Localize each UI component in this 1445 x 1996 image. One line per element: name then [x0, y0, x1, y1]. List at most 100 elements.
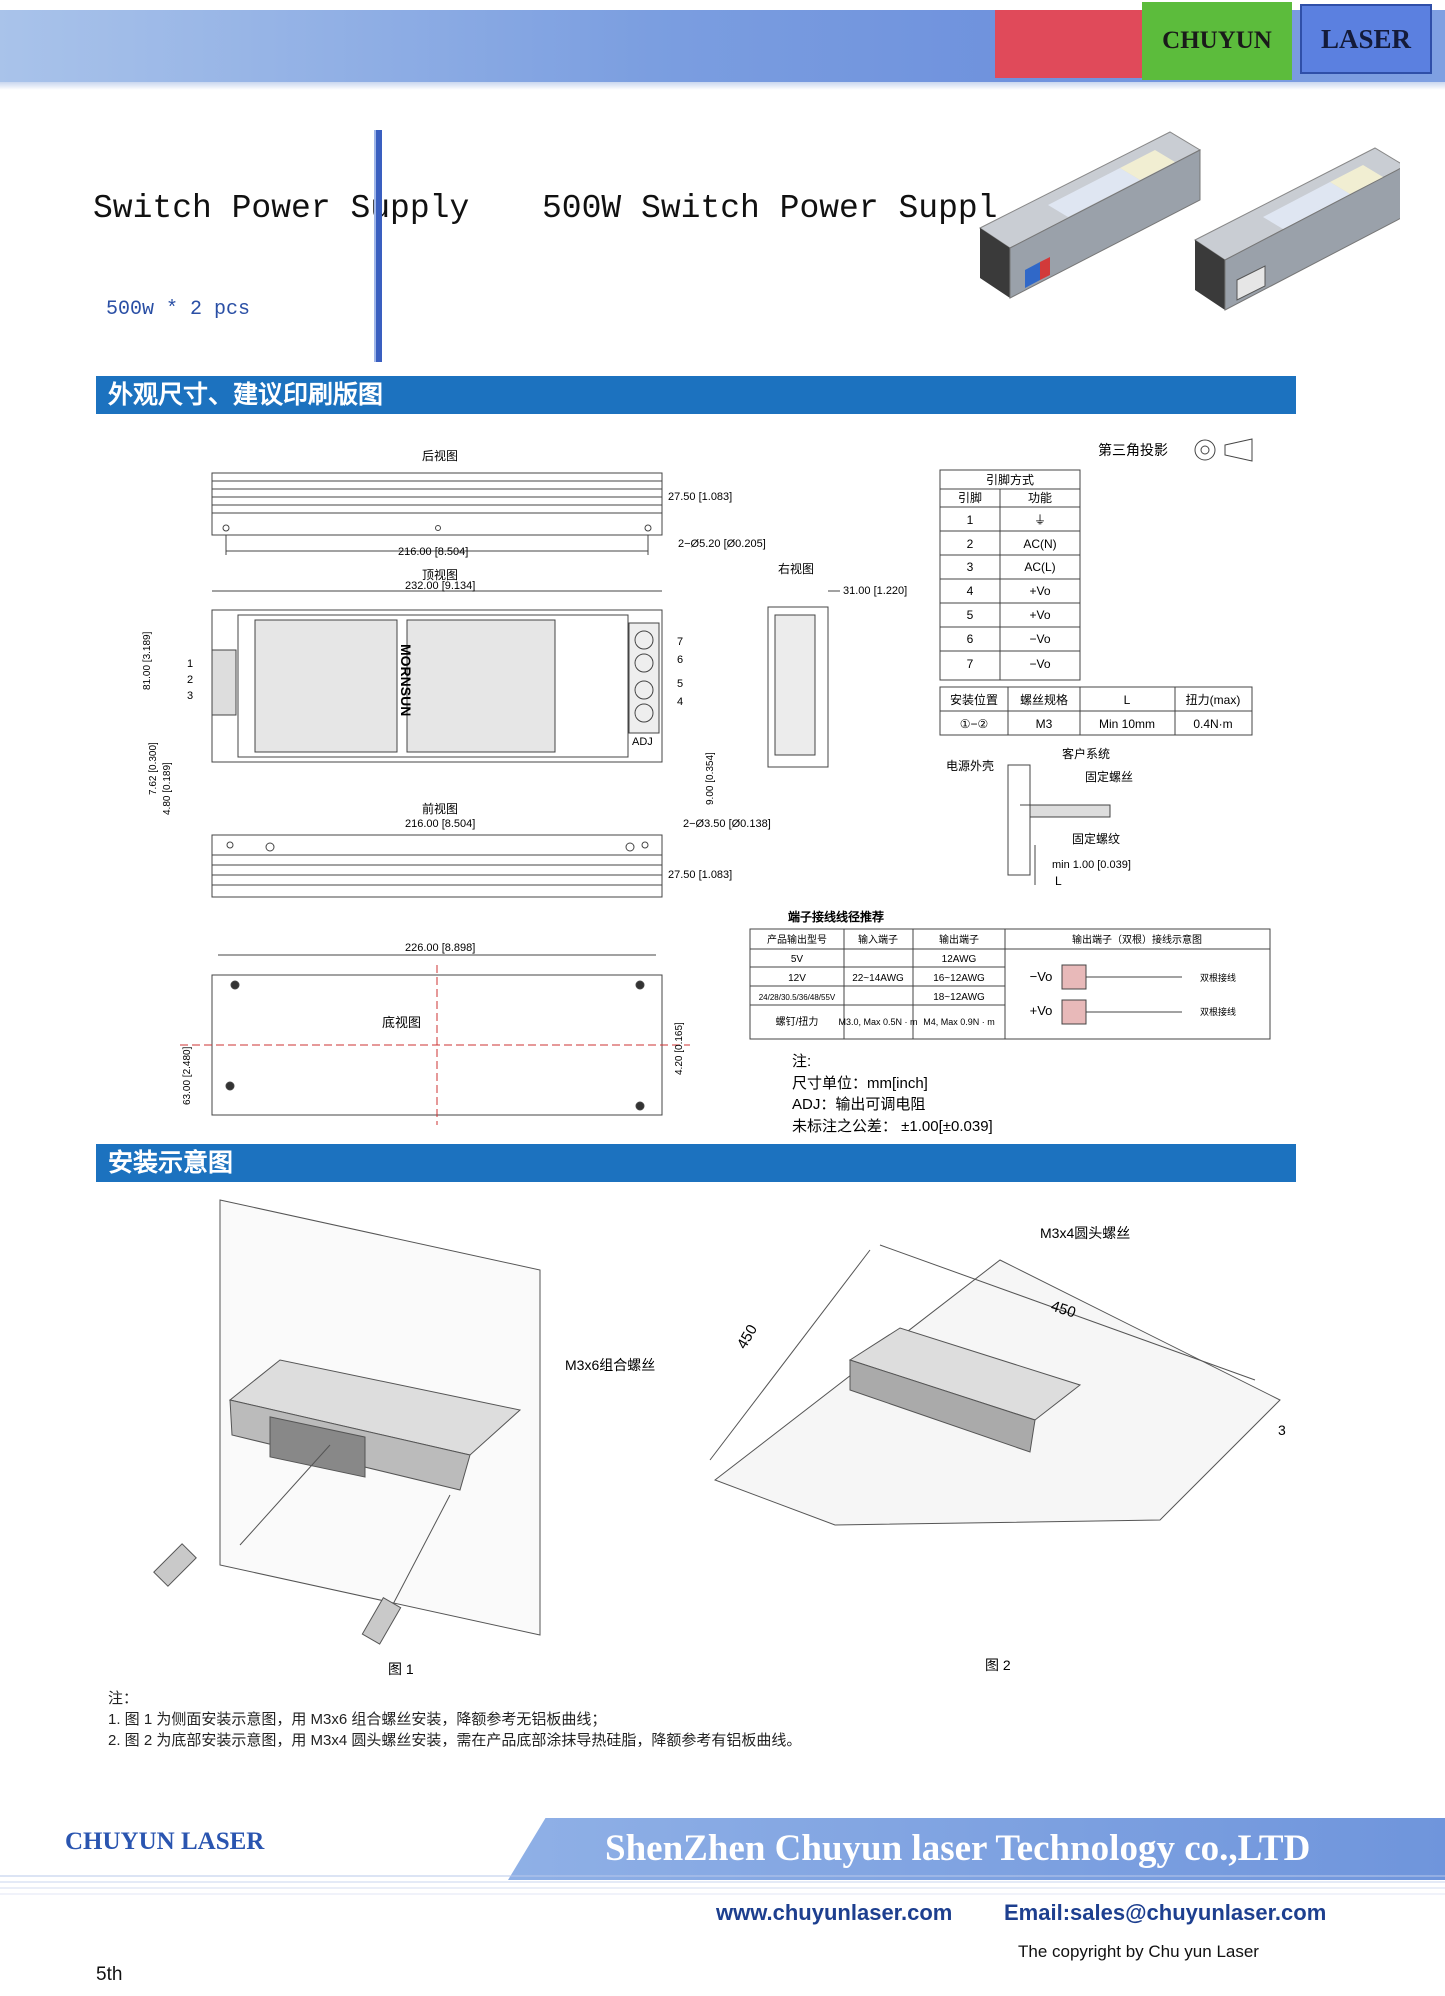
wire-neg-label: −Vo: [1030, 969, 1053, 984]
dim-d14: 63.00 [2.480]: [182, 1046, 193, 1105]
footer-email-link[interactable]: Email:sales@chuyunlaser.com: [1004, 1900, 1327, 1925]
product-title-left: Switch Power Supply: [93, 190, 470, 227]
wire-row-3-output: 18~12AWG: [933, 992, 985, 1003]
pin-row-2-func: AC(N): [1023, 537, 1056, 551]
brand-mark: MORNSUN: [398, 644, 414, 716]
wire-pos-label: +Vo: [1030, 1003, 1053, 1018]
dim-d11: 2−Ø3.50 [Ø0.138]: [683, 818, 771, 830]
wire-row-2-model: 12V: [788, 973, 806, 984]
front-view-label: 前视图: [422, 801, 458, 816]
label-L: L: [1055, 874, 1062, 888]
footer-brand: CHUYUN LASER: [65, 1828, 265, 1855]
dim-d2: 216.00 [8.504]: [398, 546, 468, 558]
right-view: [767, 590, 840, 768]
wire-row-4-model: 螺钉/扭力: [776, 1015, 819, 1028]
dim-d15: 4.20 [0.165]: [674, 1022, 685, 1075]
install-diagrams: M3x6组合螺丝 图 1 M3x4圆头螺丝 450 450 3 图 2: [153, 1199, 1286, 1677]
drawing-notes: 注: 尺寸单位：mm[inch] ADJ：输出可调电阻 未标注之公差： ±1.0…: [792, 1053, 993, 1135]
dim-d9: 9.00 [0.354]: [705, 752, 716, 805]
pin-row-1-func: ⏚: [1034, 513, 1046, 527]
section-dimensions-bar: 外观尺寸、建议印刷版图: [96, 376, 1296, 414]
wire-header-diagram: 输出端子（双根）接线示意图: [1072, 933, 1202, 946]
dim-d4: 232.00 [9.134]: [405, 580, 475, 592]
wire-row-1-output: 12AWG: [942, 954, 977, 965]
pin-row-1-pin: 1: [967, 513, 974, 527]
product-title-right: 500W Switch Power Suppl: [542, 190, 998, 227]
pin-table-title: 引脚方式: [986, 472, 1034, 487]
dim-d10: 216.00 [8.504]: [405, 818, 475, 830]
pin-table-header-func: 功能: [1028, 491, 1052, 505]
pin-row-7-func: −Vo: [1029, 657, 1050, 671]
install-dim-3: 3: [1278, 1422, 1286, 1438]
install-dim-2: 450: [1049, 1298, 1078, 1322]
pin-7-label: 7: [677, 636, 683, 648]
wire-input-awg: 22~14AWG: [852, 973, 904, 984]
install-dim-1: 450: [734, 1322, 761, 1352]
mount-table: 安装位置 螺丝规格 L 扭力(max) ①−② M3 Min 10mm 0.4N…: [939, 686, 1253, 736]
install-note-title: 注：: [108, 1690, 139, 1707]
label-fix-screw: 固定螺丝: [1085, 769, 1133, 784]
wire-double-2: 双根接线: [1200, 1006, 1236, 1017]
dim-d8: 4.80 [0.189]: [162, 762, 173, 815]
dim-d13: 226.00 [8.898]: [405, 942, 475, 954]
screw2-label: M3x4圆头螺丝: [1040, 1225, 1130, 1241]
pin-row-5-pin: 5: [967, 608, 974, 622]
dim-d7: 7.62 [0.300]: [148, 742, 159, 795]
pin-row-5-func: +Vo: [1029, 608, 1050, 622]
mount-header-torque: 扭力(max): [1186, 693, 1241, 707]
pin-row-4-pin: 4: [967, 584, 974, 598]
mount-header-position: 安装位置: [950, 692, 998, 707]
wire-row-4-output: M4, Max 0.9N · m: [923, 1017, 995, 1027]
notes-tol: 未标注之公差： ±1.00[±0.039]: [792, 1118, 993, 1135]
right-view-label: 右视图: [778, 561, 814, 576]
notes-adj: ADJ：输出可调电阻: [792, 1096, 925, 1113]
brand-laser-block: LASER: [1300, 4, 1432, 74]
fig1-label: 图 1: [388, 1661, 414, 1677]
screw-detail: [1007, 764, 1111, 885]
figure-2-bottom-mount: [709, 1244, 1281, 1526]
dim-d5: 31.00 [1.220]: [843, 585, 907, 597]
pin-table-header-pin: 引脚: [958, 490, 982, 505]
pin-row-4-func: +Vo: [1029, 584, 1050, 598]
label-min: min 1.00 [0.039]: [1052, 859, 1131, 871]
wire-row-2-output: 16~12AWG: [933, 973, 985, 984]
product-photo: [979, 131, 1400, 311]
notes-title: 注:: [792, 1053, 811, 1070]
back-view: [211, 472, 663, 555]
mount-header-screw: 螺丝规格: [1020, 692, 1068, 707]
dim-d12: 27.50 [1.083]: [668, 869, 732, 881]
footer-band: [508, 1818, 1445, 1880]
footer-copyright: The copyright by Chu yun Laser: [1018, 1942, 1259, 1961]
projection-label: 第三角投影: [1098, 442, 1168, 458]
notes-unit: 尺寸单位：mm[inch]: [792, 1075, 928, 1092]
pin-1-label: 1: [187, 658, 193, 670]
projection-icon: [1194, 438, 1253, 462]
install-note-1: 1. 图 1 为侧面安装示意图，用 M3x6 组合螺丝安装，降额参考无铝板曲线；: [108, 1711, 607, 1728]
install-note-2: 2. 图 2 为底部安装示意图，用 M3x4 圆头螺丝安装，需在产品底部涂抹导热…: [108, 1732, 802, 1749]
wire-double-1: 双根接线: [1200, 972, 1236, 983]
mount-screw: M3: [1036, 717, 1053, 731]
header-red-block: [995, 10, 1142, 78]
pin-row-2-pin: 2: [967, 537, 974, 551]
footer-stripes: [0, 1875, 1445, 1895]
pin-row-7-pin: 7: [967, 657, 974, 671]
title-divider: [374, 130, 382, 362]
bottom-view: [180, 965, 690, 1125]
top-view: [211, 609, 663, 763]
pin-2-label: 2: [187, 674, 193, 686]
top-view-label: 顶视图: [422, 567, 458, 582]
back-view-label: 后视图: [422, 448, 458, 463]
label-customer: 客户系统: [1062, 746, 1110, 761]
brand-chuyun-block: CHUYUN: [1142, 2, 1292, 80]
dim-d1: 27.50 [1.083]: [668, 491, 732, 503]
pin-row-6-func: −Vo: [1029, 632, 1050, 646]
wire-table-title: 端子接线线径推荐: [788, 909, 884, 924]
label-fix-thread: 固定螺纹: [1072, 831, 1120, 846]
mount-torque: 0.4N·m: [1193, 717, 1232, 731]
pin-3-label: 3: [187, 690, 193, 702]
product-quantity: 500w * 2 pcs: [106, 298, 251, 321]
pin-row-3-func: AC(L): [1024, 560, 1055, 574]
footer-website-link[interactable]: www.chuyunlaser.com: [716, 1900, 953, 1925]
pin-4-label: 4: [677, 696, 683, 708]
pin-5-label: 5: [677, 678, 683, 690]
